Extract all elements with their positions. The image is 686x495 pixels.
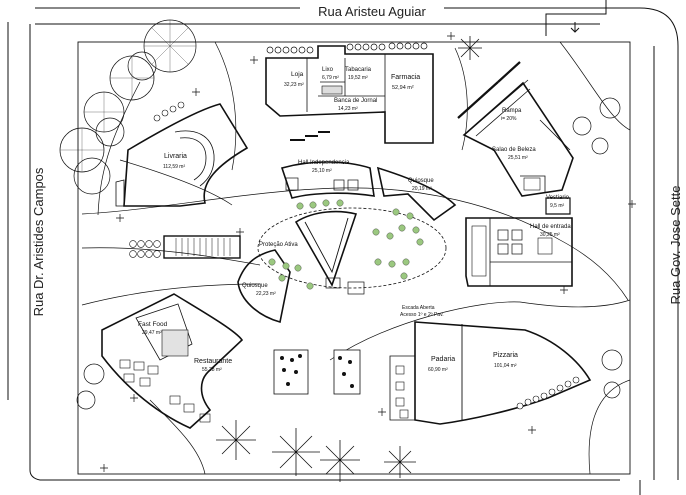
tabacaria-name: Tabacaria	[345, 67, 372, 73]
padaria-name: Padaria	[431, 356, 455, 363]
north-building	[265, 42, 434, 144]
banca-name: Banca de Jornal	[334, 98, 377, 104]
loja-name: Loja	[291, 71, 304, 78]
street-top-label: Rua Aristeu Aguiar	[318, 4, 426, 19]
livraria-building	[115, 101, 249, 207]
hall-name: Hall Independencia	[298, 160, 350, 166]
lixo-area: 6,79 m²	[322, 75, 339, 81]
lixo-name: Lixo	[322, 67, 334, 73]
street-left-label: Rua Dr. Aristides Campos	[31, 167, 46, 316]
rampa-area: i= 20%	[501, 116, 517, 122]
banca-area: 14,23 m²	[338, 106, 358, 112]
escada-area: Acesso 1º e 2º Pav.	[400, 312, 444, 318]
quiosque2-area: 22,23 m²	[256, 291, 276, 297]
vestiario-name: Vestiario	[546, 195, 570, 201]
quiosque1-name: Quiosque	[408, 178, 434, 184]
vestiario-area: 9,5 m²	[550, 203, 565, 209]
palm-trees	[216, 36, 482, 482]
restaurante-building	[101, 293, 244, 429]
lamp-posts	[100, 32, 636, 472]
pizzaria-area: 101,04 m²	[494, 363, 517, 369]
west-stair	[129, 235, 241, 259]
rampa-name: Rampa	[502, 108, 522, 114]
salao-area: 25,51 m²	[508, 155, 528, 161]
protecao-label: Proteção Ativa	[259, 242, 298, 248]
fastfood-area: 29,47 m²	[142, 330, 162, 336]
hall-entrada-name: Hall de entrada	[530, 224, 571, 230]
hall-entrada-area: 30,25 m²	[540, 232, 560, 238]
pizzaria-name: Pizzaria	[493, 352, 518, 359]
quiosque2-name: Quiosque	[242, 283, 268, 289]
tabacaria-area: 19,52 m²	[348, 75, 368, 81]
rampa-building	[457, 61, 574, 197]
quiosque1-area: 20,19 m²	[412, 186, 432, 192]
livraria-name: Livraria	[164, 153, 187, 160]
tree-spokes	[60, 20, 196, 172]
farmacia-area: 52,94 m²	[392, 85, 414, 91]
east-building	[465, 197, 573, 287]
farmacia-name: Farmacia	[391, 74, 420, 81]
south-planters	[273, 349, 361, 395]
restaurante-name: Restaurante	[194, 358, 232, 365]
padaria-area: 60,90 m²	[428, 367, 448, 373]
restaurante-area: 55,28 m²	[202, 367, 222, 373]
salao-name: Salao de Beleza	[492, 147, 536, 153]
livraria-area: 112,59 m²	[163, 164, 185, 170]
fastfood-name: Fast Food	[138, 321, 168, 328]
pizzaria-building	[389, 321, 592, 425]
street-borders	[7, 0, 679, 495]
loja-area: 32,23 m²	[284, 82, 304, 88]
street-right-label: Rua Gov. Jose Sette	[668, 186, 683, 305]
central-plaza	[237, 161, 457, 323]
escada-name: Escada Aberta	[402, 305, 435, 311]
hall-area: 25,10 m²	[312, 168, 332, 174]
